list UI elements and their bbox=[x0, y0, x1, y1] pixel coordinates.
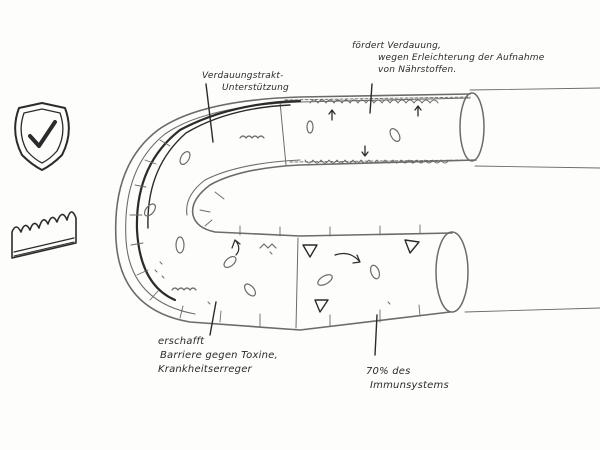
shield-check-icon bbox=[14, 102, 70, 171]
background-lines bbox=[464, 87, 600, 313]
label-support-line2: Unterstützung bbox=[222, 83, 289, 93]
villi-tissue-icon bbox=[11, 211, 77, 259]
label-immune-line2: Immunsystems bbox=[370, 380, 449, 391]
label-support-line1: Verdauungstrakt- bbox=[202, 71, 284, 81]
label-immune: 70% des Immunsystems bbox=[366, 365, 449, 393]
label-barrier-line1: erschafft bbox=[158, 336, 205, 347]
label-digestion-line1: fördert Verdauung, bbox=[352, 41, 442, 51]
label-barrier: erschafft Barriere gegen Toxine, Krankhe… bbox=[158, 335, 278, 377]
intestine-tube bbox=[114, 92, 485, 331]
annotation-lines bbox=[205, 83, 378, 356]
label-support: Verdauungstrakt- Unterstützung bbox=[202, 70, 289, 94]
label-barrier-line3: Krankheitserreger bbox=[158, 364, 252, 375]
label-digestion-line3: von Nährstoffen. bbox=[378, 65, 457, 75]
label-digestion: fördert Verdauung, wegen Erleichterung d… bbox=[352, 40, 545, 76]
label-immune-line1: 70% des bbox=[366, 366, 411, 377]
label-digestion-line2: wegen Erleichterung der Aufnahme bbox=[378, 53, 545, 63]
label-barrier-line2: Barriere gegen Toxine, bbox=[160, 350, 278, 361]
